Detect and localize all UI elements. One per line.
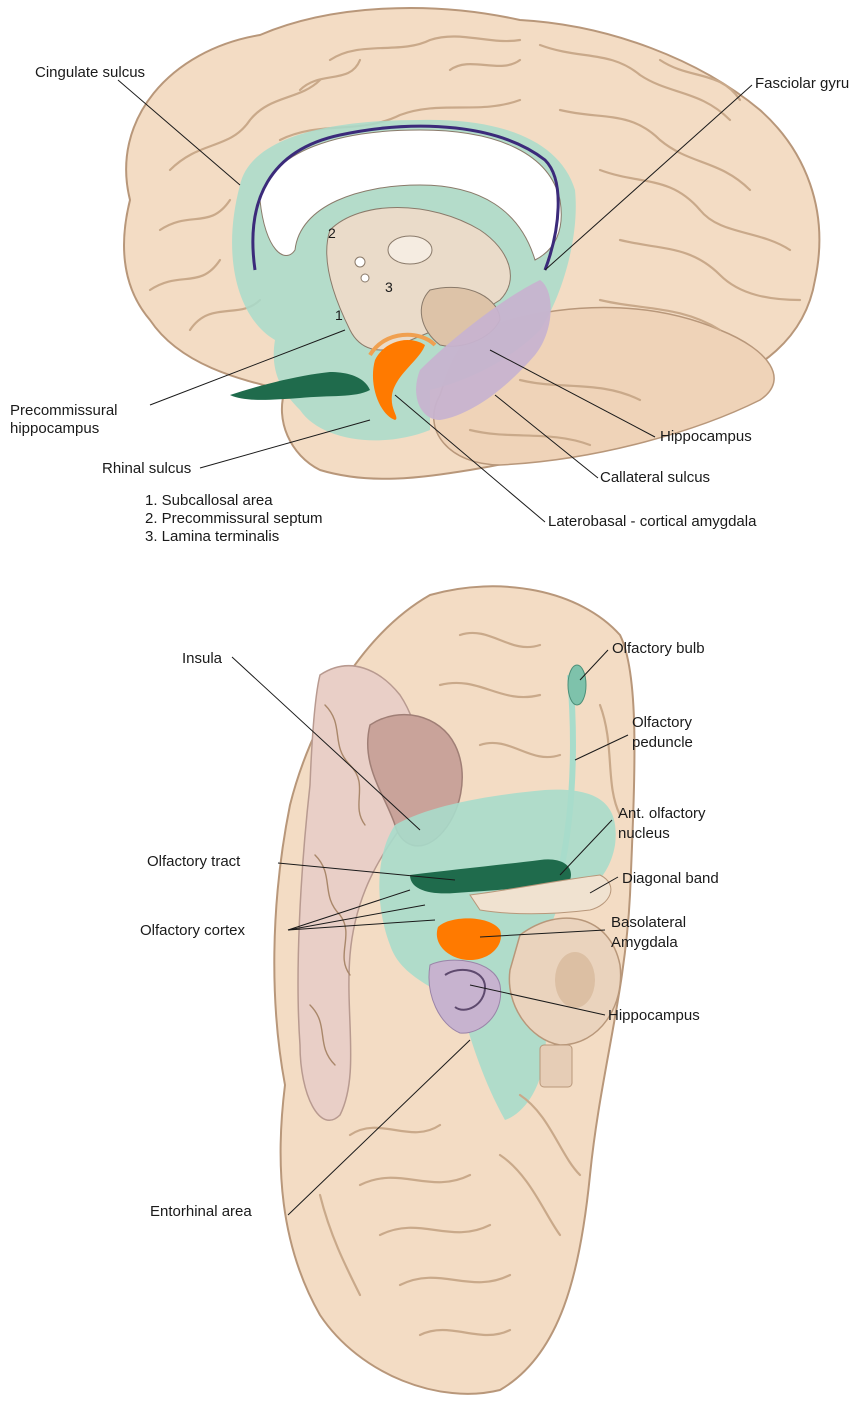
label-ant-olfactory-nucleus-line2: nucleus [618,825,670,842]
thalamus [388,236,432,264]
label-olfactory-peduncle-line1: Olfactory [632,714,693,731]
label-collateral-sulcus: Callateral sulcus [600,469,710,486]
label-basolateral-line1: Basolateral [611,914,686,931]
brainstem-stub [540,1045,572,1087]
label-precommissural-hippocampus-line1: Precommissural [10,402,118,419]
medial-view-illustration: Cingulate sulcus Fasciolar gyru 2 3 1 Pr… [0,0,867,555]
ventral-view-panel: Insula Olfactory bulb Olfactory peduncle… [0,575,867,1408]
label-insula: Insula [182,650,223,667]
label-fasciolar-gyrus: Fasciolar gyru [755,75,849,92]
label-diagonal-band: Diagonal band [622,870,719,887]
legend-item-3: 3. Lamina terminalis [145,528,279,545]
label-basolateral-line2: Amygdala [611,934,678,951]
label-olfactory-bulb: Olfactory bulb [612,640,705,657]
label-olfactory-cortex: Olfactory cortex [140,922,246,939]
legend: 1. Subcallosal area 2. Precommissural se… [145,492,323,545]
label-olfactory-tract: Olfactory tract [147,853,241,870]
medial-view-panel: Cingulate sulcus Fasciolar gyru 2 3 1 Pr… [0,0,867,555]
ventral-view-illustration: Insula Olfactory bulb Olfactory peduncle… [0,575,867,1408]
label-ant-olfactory-nucleus-line1: Ant. olfactory [618,805,706,822]
label-rhinal-sulcus: Rhinal sulcus [102,460,191,477]
label-cingulate-sulcus: Cingulate sulcus [35,64,145,81]
label-hippocampus-bottom: Hippocampus [608,1007,700,1024]
label-amygdala-top: Laterobasal - cortical amygdala [548,513,757,530]
legend-item-2: 2. Precommissural septum [145,510,323,527]
midbrain-dot [555,952,595,1008]
label-olfactory-peduncle-line2: peduncle [632,734,693,751]
label-entorhinal-area: Entorhinal area [150,1203,252,1220]
lamina-marker [361,274,369,282]
label-hippocampus-top: Hippocampus [660,428,752,445]
label-num-2: 2 [328,225,336,241]
legend-item-1: 1. Subcallosal area [145,492,273,509]
septum-marker [355,257,365,267]
label-precommissural-hippocampus-line2: hippocampus [10,420,99,437]
label-num-3: 3 [385,279,393,295]
olfactory-bulb-structure [568,665,586,705]
label-num-1: 1 [335,307,343,323]
